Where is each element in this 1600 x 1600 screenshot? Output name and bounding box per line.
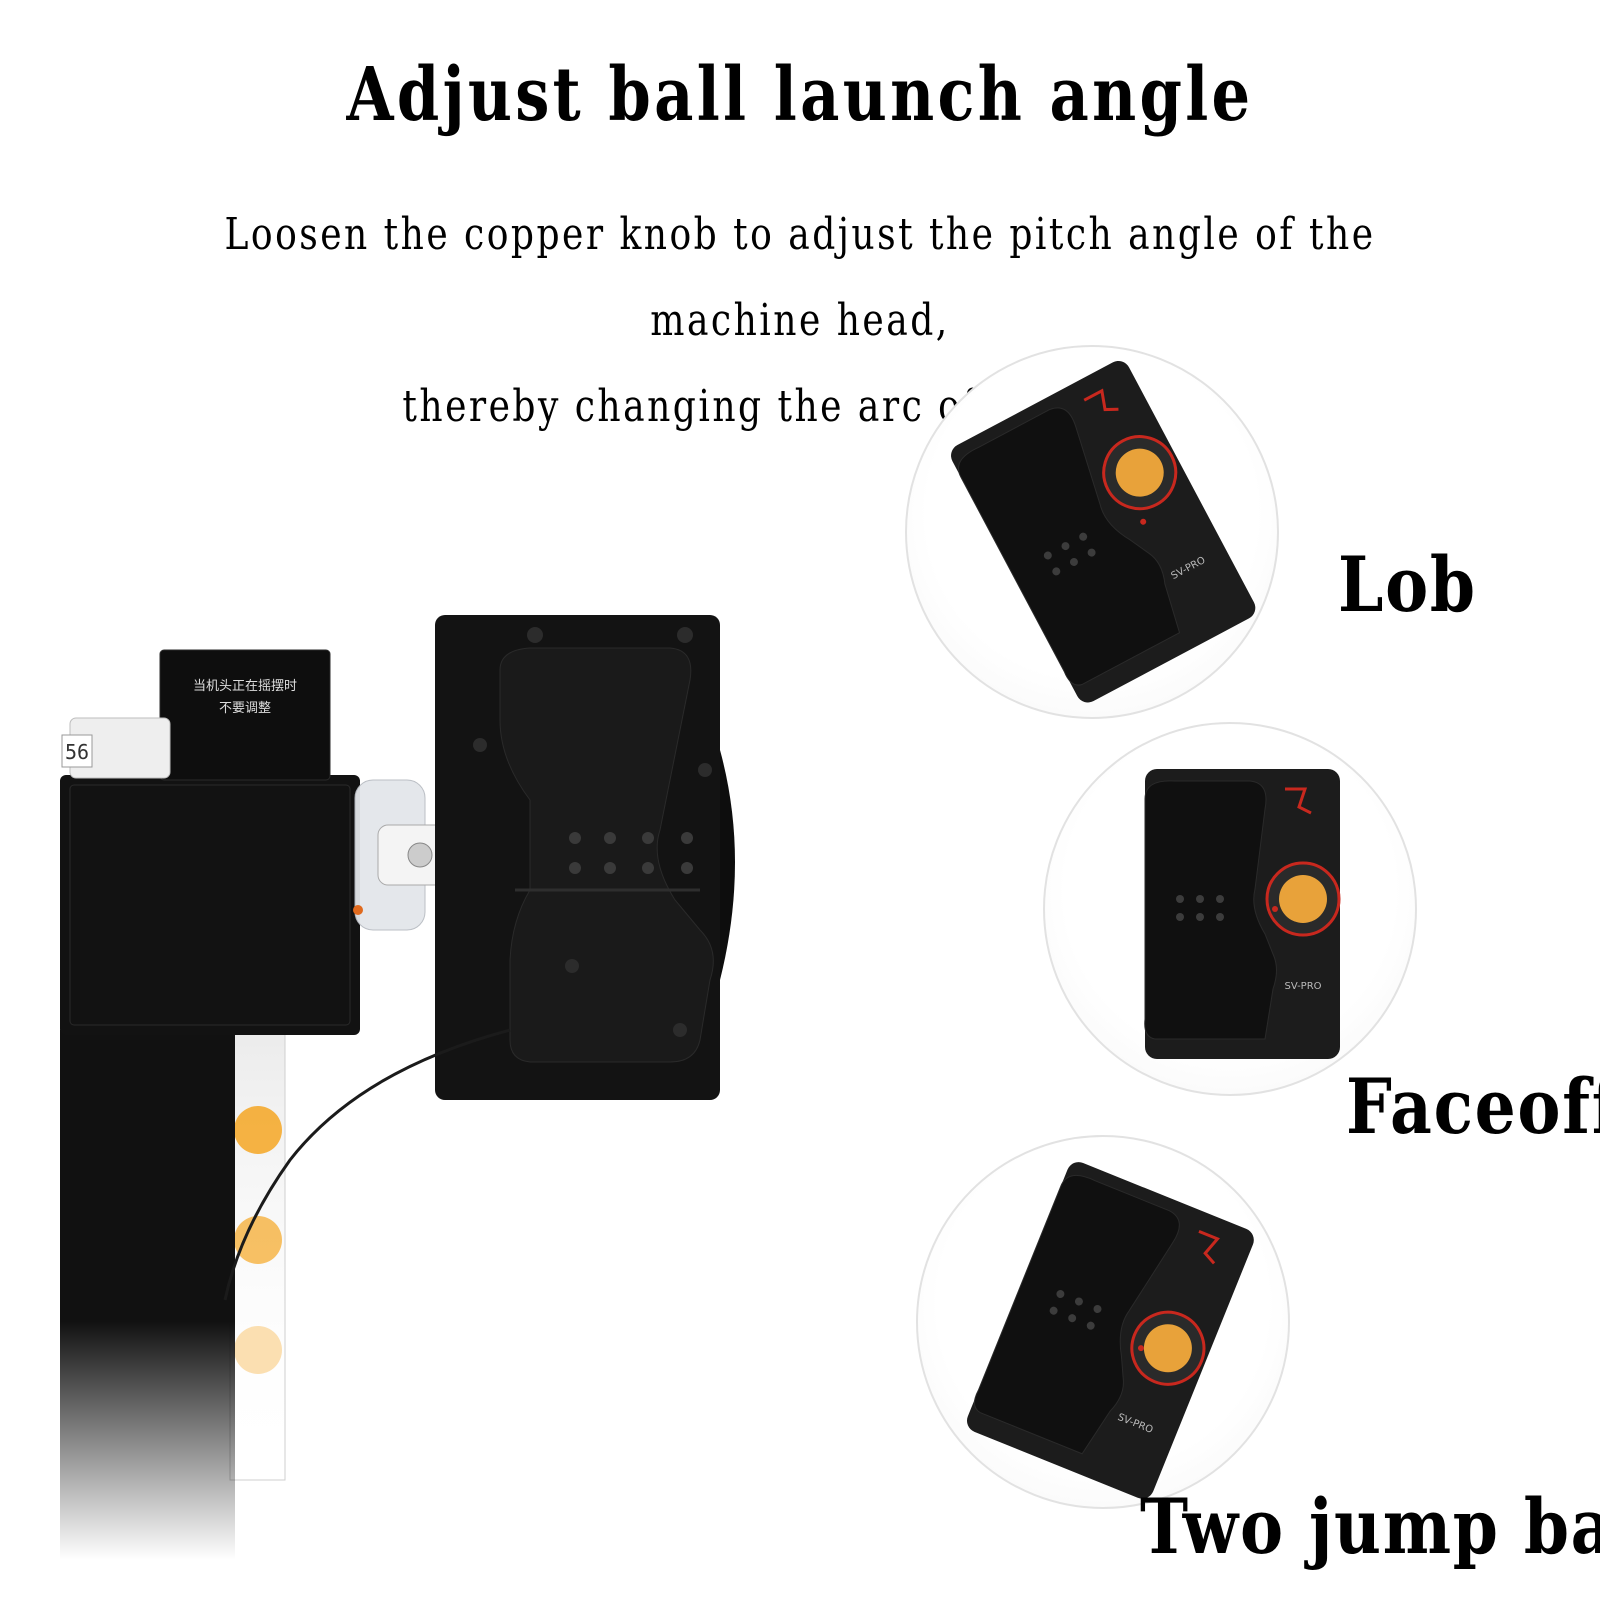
machine-sticker-line-1: 当机头正在摇摆时 bbox=[193, 679, 297, 694]
label-faceoff: Faceoff bbox=[1346, 1062, 1600, 1151]
machine-sticker-line-2: 不要调整 bbox=[219, 701, 271, 716]
machine-counter-value: 56 bbox=[65, 740, 89, 764]
page-title: Adjust ball launch angle bbox=[346, 52, 1254, 138]
head-model-label-2: SV-PRO bbox=[1284, 981, 1321, 992]
faceoff-angle-image: SV-PRO bbox=[1043, 722, 1417, 1096]
description-line-1: Loosen the copper knob to adjust the pit… bbox=[224, 209, 1376, 346]
label-lob: Lob bbox=[1338, 540, 1477, 629]
two-jump-ball-angle-image: SV-PRO bbox=[916, 1135, 1290, 1509]
label-two-jump-ball: Two jump ball bbox=[1140, 1482, 1600, 1571]
machine-side-view-image: 当机头正在摇摆时 不要调整 56 bbox=[60, 600, 760, 1560]
lob-angle-image: SV-PRO bbox=[905, 345, 1279, 719]
